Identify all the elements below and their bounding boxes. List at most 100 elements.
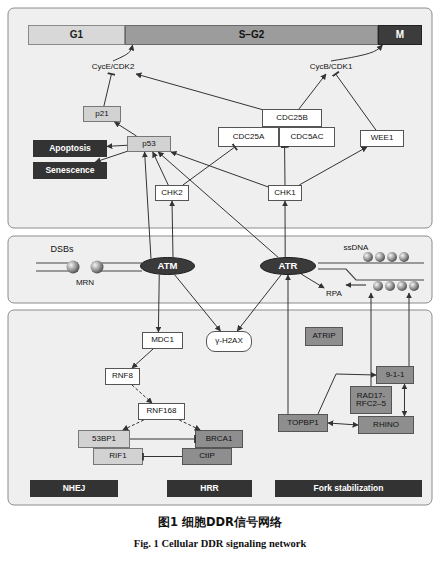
protein-box: RAD17- RFC2–5 [350,386,392,414]
activation-arrow [171,152,268,187]
inhibition-connector [284,147,285,185]
activation-arrow [175,275,221,331]
activation-arrow [328,423,358,425]
histone-mark-box: γ-H2AX [206,331,252,352]
activation-arrow [132,385,152,403]
cell-phase-segment: M [378,25,422,45]
node-label: G1 [70,30,83,41]
protein-box: CHK1 [268,185,302,201]
node-label: RNF168 [147,407,177,415]
protein-box: RNF8 [105,368,140,385]
annotation-label: MRN [66,279,104,288]
node-label: p53 [142,140,155,148]
activation-arrow [113,45,133,61]
node-label: Fork stabilization [314,484,384,493]
dsb-dna [36,263,142,271]
activation-arrow [404,384,405,416]
activation-arrow [136,74,262,110]
node-label: ATR [279,261,298,271]
inhibition-connector [183,147,235,185]
activation-arrow [145,152,151,259]
annotation-label: DSBs [40,245,84,255]
protein-box: CtIP [182,448,232,465]
protein-box: CHK2 [155,185,189,201]
annotation-label: ssDNA [336,244,376,253]
activation-arrow [107,145,127,146]
node-label: CycE/CDK2 [92,63,135,71]
inhibition-connector [130,439,195,440]
rpa-sphere [375,252,385,262]
activation-arrow [158,275,160,332]
protein-box: 53BP1 [78,430,130,448]
ellipse-fill [141,258,195,275]
node-label: CDC25A [233,133,265,141]
mrn-sphere [91,261,104,274]
activation-arrow [172,201,173,257]
rpa-sphere [387,252,397,262]
protein-box: p53 [127,136,171,152]
nascent-strand [346,284,366,285]
activation-arrow [331,45,382,61]
node-label: Apoptosis [49,144,91,153]
figure-caption: 图1 细胞DDR信号网络 [0,516,440,529]
inhibition-connector [143,456,182,457]
pathway-outcome-box: HRR [167,480,252,497]
protein-box: RHINO [358,416,414,434]
rpa-sphere [397,281,407,291]
protein-box: RIF1 [93,448,143,465]
activation-arrow [123,420,144,430]
node-label: p21 [95,110,108,118]
node-label: γ-H2AX [215,337,243,345]
node-label: Senescence [45,166,94,175]
node-label: 53BP1 [92,435,116,443]
protein-box: ATRIP [305,327,343,346]
protein-box: CDC25A [218,127,279,147]
node-label: CycB/CDK1 [310,63,353,71]
complex-label-node: CycE/CDK2 [82,61,144,74]
complex-label-node: RPA [322,288,346,300]
rpa-sphere [373,281,383,291]
pathway-outcome-box: Apoptosis [33,140,107,157]
activation-arrow [299,74,326,109]
activation-arrow [285,201,286,257]
complex-label-node: CycB/CDK1 [300,61,362,74]
node-label: RIF1 [109,452,126,460]
activation-arrow [158,152,278,258]
fork-dna [318,263,424,285]
activation-arrow [95,151,127,162]
dna-strand [318,262,424,263]
activation-arrow [288,275,289,414]
sensor-panel [8,236,432,303]
rpa-sphere [363,252,373,262]
protein-box: p21 [83,106,121,122]
pathway-outcome-box: Senescence [33,162,107,179]
protein-box: TOPBP1 [278,414,328,432]
mrn-sphere [67,261,80,274]
activation-arrow [318,374,376,414]
cell-phase-segment: G1 [28,25,125,45]
ellipse-fill [261,258,316,275]
inhibition-connector [336,74,376,130]
node-label: NHEJ [63,484,86,493]
node-label: CHK2 [161,189,182,197]
node-label: CHK1 [274,189,295,197]
dna-strand [318,269,424,280]
cell-cycle-panel [8,8,432,228]
node-label: CDC5AC [291,133,324,141]
protein-box: 9-1-1 [376,366,414,384]
node-label: ATM [158,261,178,271]
protein-box: CDC25B [262,109,322,127]
activation-arrow [301,274,324,288]
node-label: RHINO [373,421,399,429]
node-label: M [396,30,404,41]
node-label: WEE1 [371,134,394,142]
annotation-label: Fig. 1 Cellular DDR signaling network [0,538,440,550]
activation-arrow [299,147,367,185]
rpa-sphere [385,281,395,291]
protein-box: BRCA1 [195,430,243,448]
repair-panel [8,310,432,505]
loading-arrow [371,293,372,386]
protein-box: RNF168 [138,403,185,420]
